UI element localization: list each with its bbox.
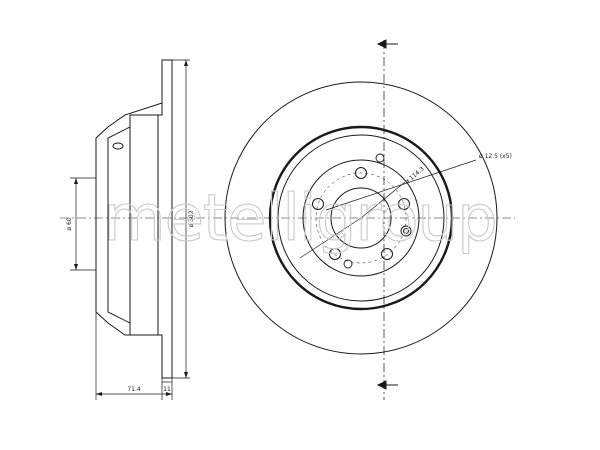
- side-view: [70, 59, 190, 400]
- bolt-hole: [329, 248, 341, 260]
- outer-diameter-label: ø 302: [188, 210, 195, 227]
- bolt-hole-label: ø 12.5 (x5): [479, 153, 512, 160]
- fastening-hole: [400, 225, 412, 237]
- thickness-label: 11: [163, 386, 171, 393]
- section-arrow-bottom: [376, 380, 398, 390]
- bolt-hole: [381, 248, 393, 260]
- watermark: metelligroup: [103, 182, 496, 256]
- bolt-hole: [312, 198, 324, 210]
- total-height-label: 71.4: [127, 386, 141, 393]
- hub-hole: [112, 142, 124, 150]
- locator-hole: [343, 259, 353, 269]
- center-bore-label: ø 60: [66, 217, 73, 230]
- bolt-hole: [398, 198, 410, 210]
- pitch-circle-leader: [360, 181, 406, 219]
- locator-hole: [375, 153, 385, 163]
- bolt-hole: [355, 167, 367, 179]
- section-arrow-top: [376, 39, 398, 49]
- fastening-hole-inner: [403, 228, 409, 234]
- side-view-inner-line: [107, 103, 163, 336]
- front-view: [60, 40, 515, 400]
